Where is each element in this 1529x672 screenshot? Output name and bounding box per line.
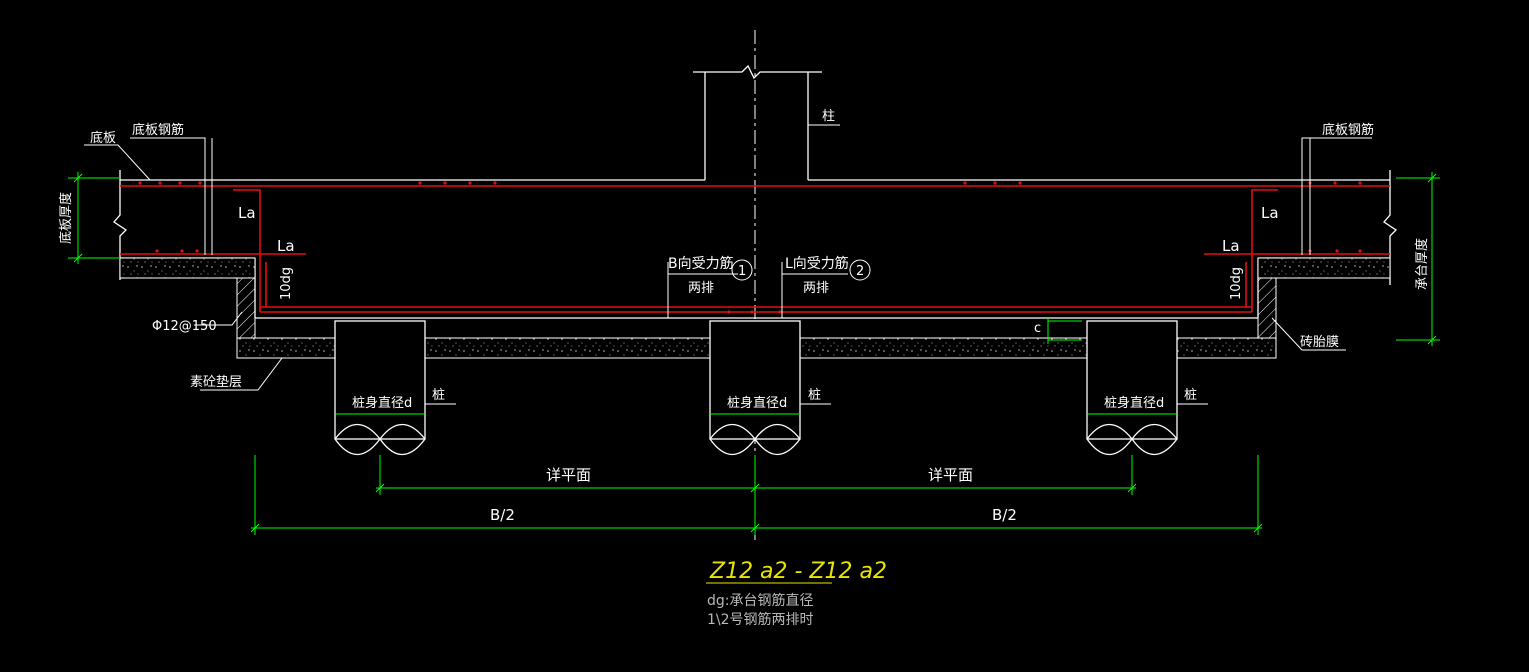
pile-label-left: 桩 xyxy=(432,388,445,403)
la-right-top: La xyxy=(1261,204,1279,222)
stirrup-label: Φ12@150 xyxy=(152,319,217,334)
half-b-left: B/2 xyxy=(490,506,515,524)
bottom-slab-label: 底板 xyxy=(90,130,116,146)
column-label: 柱 xyxy=(822,109,835,124)
brick-formwork-left xyxy=(236,277,256,339)
hook-left-label: 10dg xyxy=(279,267,294,300)
dimensions xyxy=(68,172,1440,535)
rebar-b-label: B向受力筋 xyxy=(668,255,734,272)
see-plan-left: 详平面 xyxy=(546,466,591,484)
la-left-top: La xyxy=(238,204,256,222)
pile-diameter-mid: 桩身直径d xyxy=(727,395,787,411)
pile-label-right: 桩 xyxy=(1184,388,1197,403)
half-b-right: B/2 xyxy=(992,506,1017,524)
pile-diameter-right: 桩身直径d xyxy=(1104,395,1164,411)
brick-formwork-right xyxy=(1257,277,1277,339)
slab-cushion-right xyxy=(1257,257,1391,279)
pile-label-mid: 桩 xyxy=(808,388,821,403)
brick-formwork-label: 砖胎膜 xyxy=(1300,335,1339,350)
pile-mid xyxy=(709,320,831,455)
cushion-label: 素砼垫层 xyxy=(190,374,242,390)
slab-thickness-label: 底板厚度 xyxy=(58,192,74,244)
rebar-b-circle xyxy=(731,259,753,281)
la-left-bottom: La xyxy=(277,237,295,255)
rebar-l-rows: 两排 xyxy=(803,281,829,296)
cover-c-label: c xyxy=(1034,321,1041,336)
hook-right-label: 10dg xyxy=(1229,267,1244,300)
bottom-slab-rebar-left: 底板钢筋 xyxy=(132,122,184,138)
la-right-bottom: La xyxy=(1222,237,1240,255)
column xyxy=(693,64,822,180)
rebar-b-rows: 两排 xyxy=(688,281,714,296)
slab-cushion-left xyxy=(119,257,256,279)
rebar xyxy=(120,185,1390,313)
title-note-2: 1\2号钢筋两排时 xyxy=(707,611,814,628)
see-plan-right: 详平面 xyxy=(928,466,973,484)
cap-thickness-label: 承台厚度 xyxy=(1414,238,1430,290)
bottom-slab-rebar-right: 底板钢筋 xyxy=(1322,122,1374,138)
rebar-leaders xyxy=(84,137,1372,391)
rebar-dots xyxy=(138,181,1362,314)
pile-right xyxy=(1086,320,1208,455)
title-note-1: dg:承台钢筋直径 xyxy=(707,592,814,609)
rebar-b-num: 1 xyxy=(738,264,746,279)
rebar-l-label: L向受力筋 xyxy=(785,255,849,272)
drawing-title: Z12 a2 - Z12 a2 xyxy=(709,559,887,584)
rebar-l-num: 2 xyxy=(856,264,864,279)
rebar-l-circle xyxy=(849,259,871,281)
pile-diameter-left: 桩身直径d xyxy=(352,395,412,411)
pile-left xyxy=(334,320,456,455)
